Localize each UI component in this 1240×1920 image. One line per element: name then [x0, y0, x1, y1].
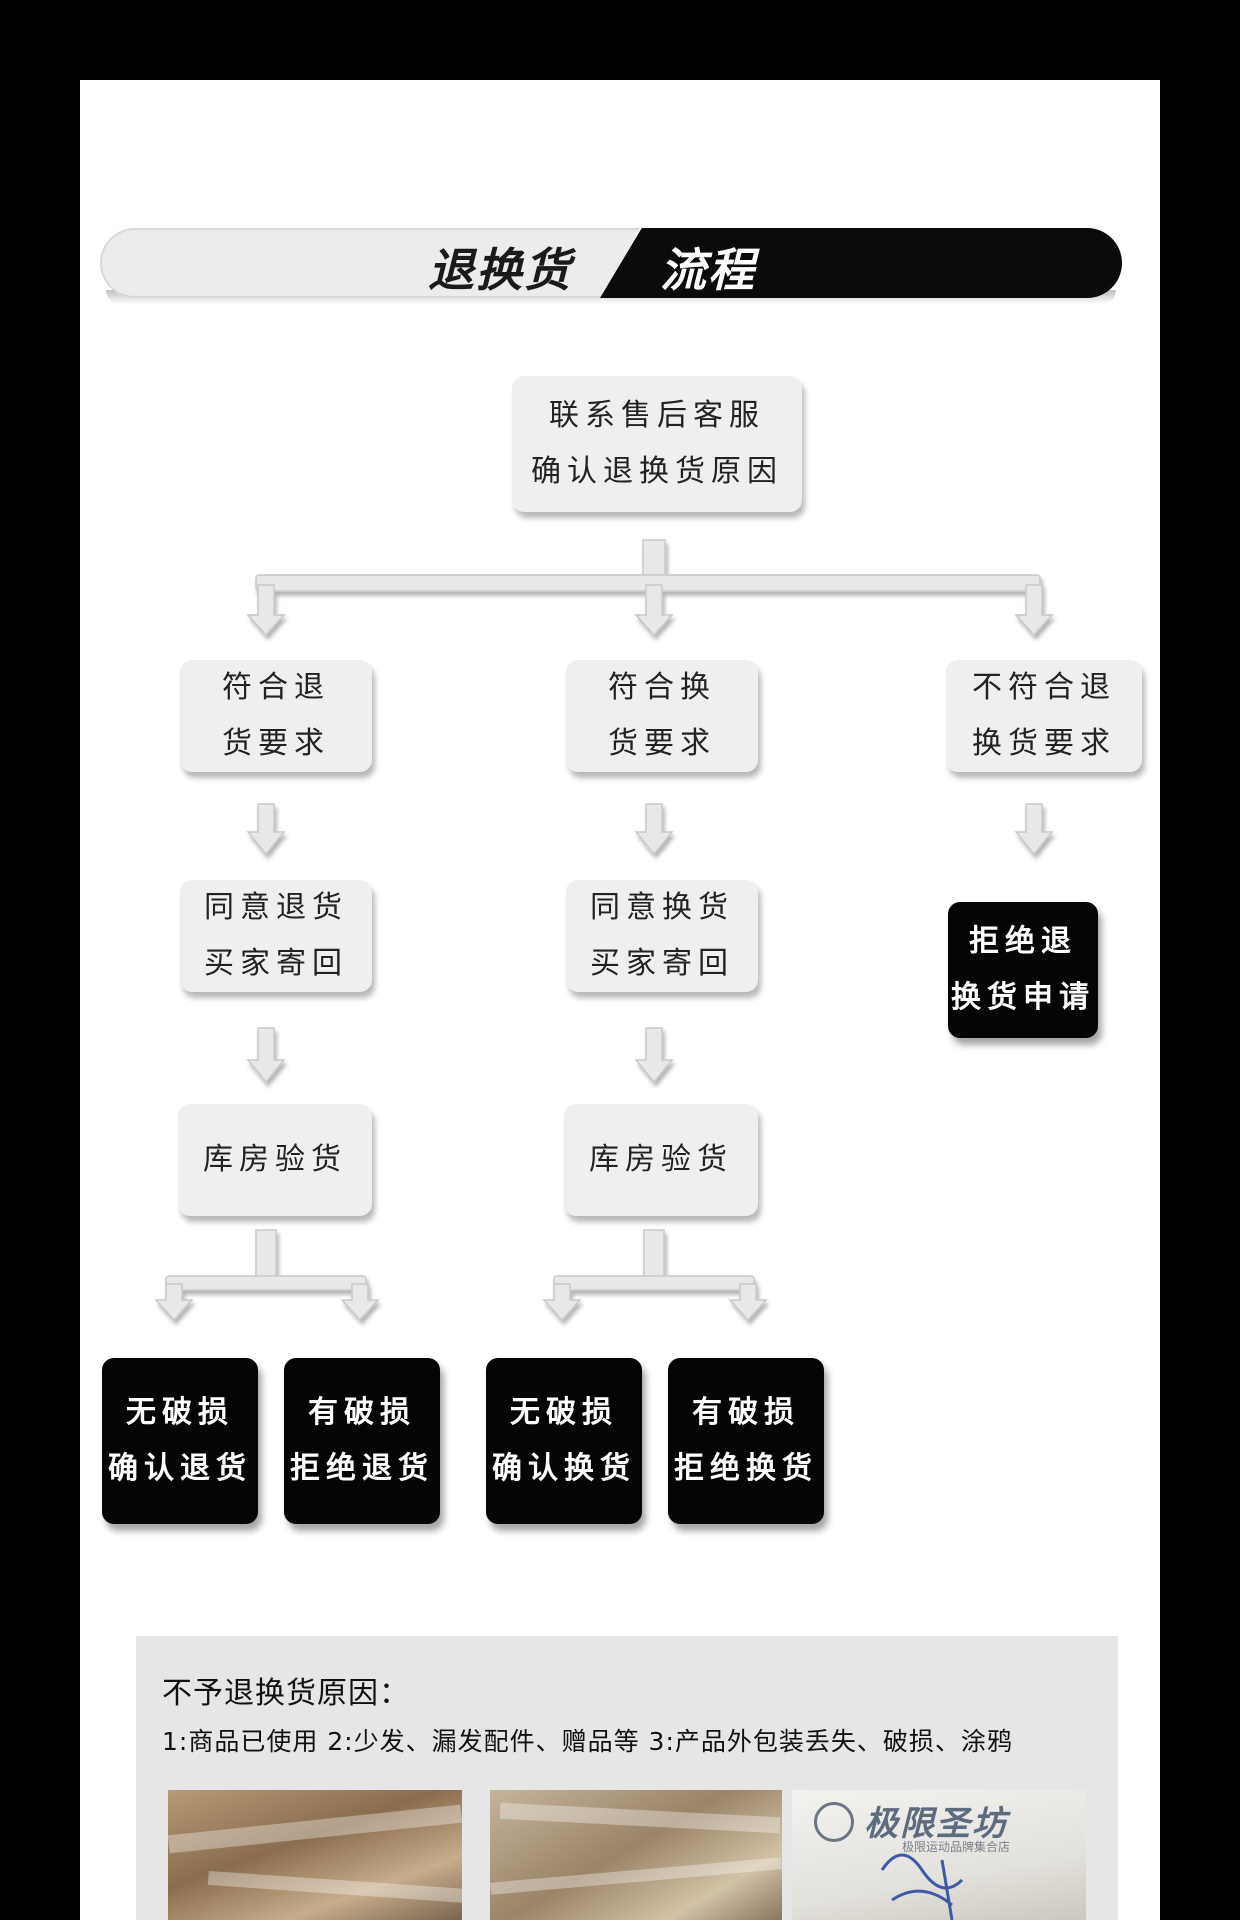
node-return-eligible: 符合退 货要求: [180, 660, 372, 772]
non-returnable-reasons: 不予退换货原因： 1:商品已使用 2:少发、漏发配件、赠品等 3:产品外包装丢失…: [136, 1636, 1118, 1920]
node-text: 无破损: [126, 1395, 234, 1430]
arrow-branch2-a: [634, 803, 674, 856]
node-confirm-return: 无破损 确认退货: [102, 1358, 258, 1524]
banner-left-panel: [100, 228, 640, 298]
node-text: 拒绝退: [969, 924, 1077, 959]
arrow-to-branch-3: [1014, 584, 1054, 637]
node-text: 库房验货: [203, 1142, 347, 1177]
node-text: 确认换货: [492, 1451, 636, 1486]
branch2-bar: [553, 1275, 755, 1291]
node-text: 确认退换货原因: [531, 454, 783, 489]
graffiti-box-photo: 极限圣坊 极限运动品牌集合店: [792, 1790, 1086, 1920]
root-trunk: [642, 539, 666, 581]
node-not-eligible: 不符合退 换货要求: [946, 660, 1142, 772]
arrow-branch1-a: [246, 803, 286, 856]
branch1-trunk: [255, 1229, 277, 1283]
node-text: 符合换: [608, 670, 716, 705]
node-text: 库房验货: [589, 1142, 733, 1177]
arrow-to-branch-1: [246, 584, 286, 637]
damaged-box-photo: [168, 1790, 462, 1920]
flowchart: 联系售后客服 确认退换货原因 符合退 货要求 同意退货 买家寄回 库房验货 无破…: [80, 80, 1160, 1640]
arrow-branch1-b: [246, 1027, 286, 1084]
arrow-branch3-a: [1014, 803, 1054, 856]
arrow-branch2-b: [634, 1027, 674, 1084]
node-text: 同意换货: [590, 890, 734, 925]
shop-logo-text: 极限圣坊: [864, 1804, 1008, 1844]
node-agree-exchange: 同意换货 买家寄回: [566, 880, 758, 992]
node-text: 换货要求: [972, 726, 1116, 761]
arrow-branch2-left: [542, 1283, 582, 1322]
node-text: 货要求: [608, 726, 716, 761]
node-reject-exchange: 有破损 拒绝换货: [668, 1358, 824, 1524]
node-exchange-eligible: 符合换 货要求: [566, 660, 758, 772]
arrow-to-branch-2: [634, 584, 674, 637]
node-text: 买家寄回: [590, 946, 734, 981]
torn-box-photo: [490, 1790, 782, 1920]
graffiti-scribble-icon: [880, 1853, 964, 1920]
title-right-text: 流程: [660, 243, 756, 297]
title-left-text: 退换货: [428, 243, 572, 297]
node-text: 换货申请: [951, 980, 1095, 1015]
node-text: 拒绝退货: [290, 1451, 434, 1486]
banner-right-panel: [600, 228, 1122, 298]
return-exchange-poster: 退换货 流程: [80, 80, 1160, 1920]
node-contact-service: 联系售后客服 确认退换货原因: [512, 376, 802, 512]
node-text: 买家寄回: [204, 946, 348, 981]
connector-lines: [154, 539, 1054, 1322]
reasons-list: 1:商品已使用 2:少发、漏发配件、赠品等 3:产品外包装丢失、破损、涂鸦: [162, 1727, 1013, 1756]
node-text: 符合退: [222, 670, 330, 705]
node-text: 拒绝换货: [674, 1451, 818, 1486]
node-reject-return: 有破损 拒绝退货: [284, 1358, 440, 1524]
node-text: 无破损: [510, 1395, 618, 1430]
node-text: 确认退货: [108, 1451, 252, 1486]
node-warehouse-inspect-1: 库房验货: [178, 1104, 372, 1216]
branch2-trunk: [643, 1229, 665, 1283]
node-text: 同意退货: [204, 890, 348, 925]
arrow-branch1-right: [340, 1283, 380, 1322]
node-confirm-exchange: 无破损 确认换货: [486, 1358, 642, 1524]
node-text: 有破损: [308, 1395, 416, 1430]
arrow-branch1-left: [154, 1283, 194, 1322]
title-banner: 退换货 流程: [100, 228, 1122, 304]
shop-logo-icon: [814, 1802, 854, 1842]
branch1-bar: [165, 1275, 367, 1291]
arrow-branch2-right: [728, 1283, 768, 1322]
reasons-title: 不予退换货原因：: [162, 1676, 410, 1711]
node-agree-return: 同意退货 买家寄回: [180, 880, 372, 992]
shop-logo-sub: 极限运动品牌集合店: [902, 1840, 1011, 1854]
node-text: 联系售后客服: [549, 398, 765, 433]
node-text: 货要求: [222, 726, 330, 761]
node-reject-application: 拒绝退 换货申请: [948, 902, 1098, 1038]
node-warehouse-inspect-2: 库房验货: [564, 1104, 758, 1216]
node-text: 有破损: [692, 1395, 800, 1430]
node-text: 不符合退: [972, 670, 1116, 705]
